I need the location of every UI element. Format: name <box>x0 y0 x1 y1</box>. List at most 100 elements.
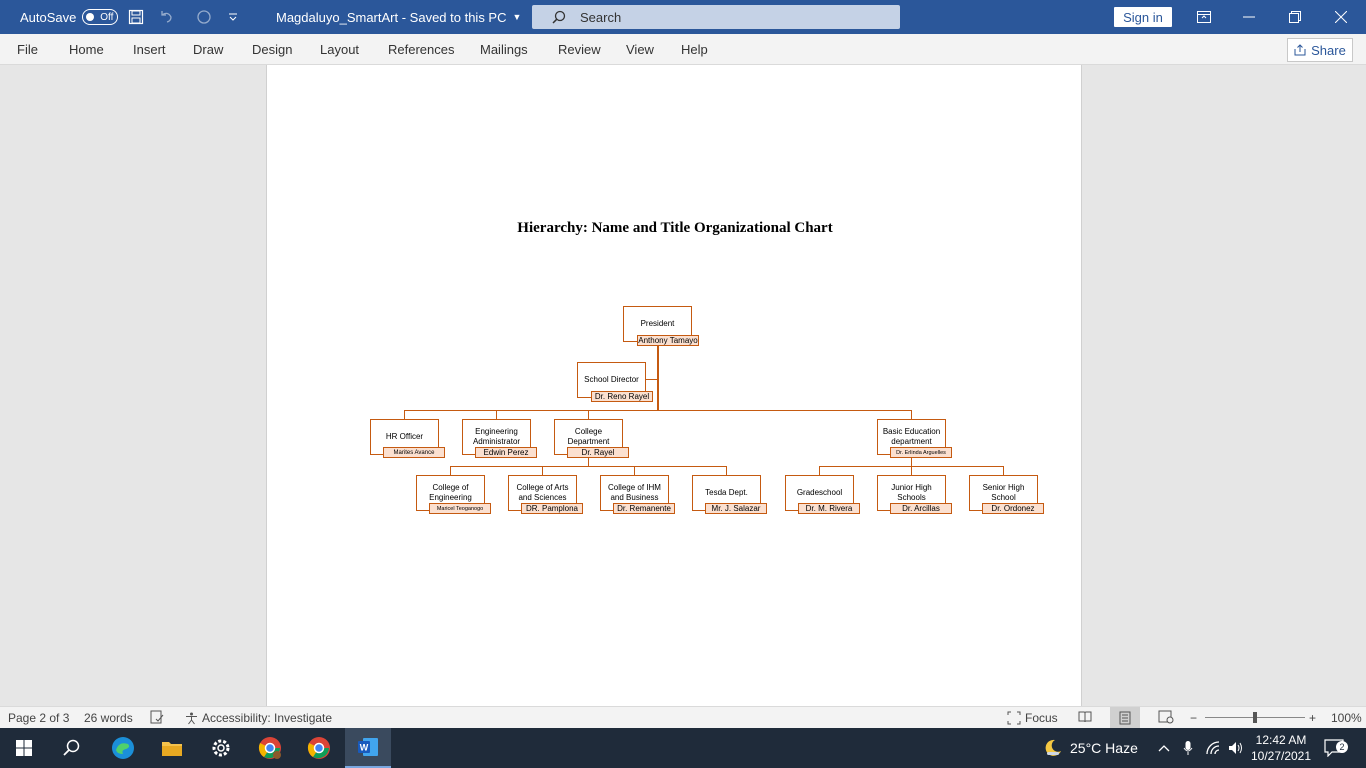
weather-moon-icon[interactable] <box>1042 728 1064 768</box>
file-explorer-icon[interactable] <box>155 728 189 768</box>
tab-view[interactable]: View <box>626 42 654 57</box>
org-node-name[interactable]: Edwin Perez <box>475 447 537 458</box>
tab-home[interactable]: Home <box>69 42 104 57</box>
weather-text[interactable]: 25°C Haze <box>1070 740 1138 756</box>
clock-date: 10/27/2021 <box>1250 749 1312 763</box>
customize-toolbar-icon[interactable] <box>228 0 240 34</box>
word-count[interactable]: 26 words <box>84 711 133 725</box>
notifications-badge: 2 <box>1336 741 1348 753</box>
title-bar: AutoSave Off Magdaluyo_SmartArt - Saved … <box>0 0 1366 34</box>
tab-mailings[interactable]: Mailings <box>480 42 528 57</box>
network-icon[interactable] <box>1204 728 1222 768</box>
search-input[interactable]: Search <box>532 5 900 29</box>
minimize-icon[interactable] <box>1243 0 1259 34</box>
connector-line <box>1003 466 1004 475</box>
tab-review[interactable]: Review <box>558 42 601 57</box>
volume-icon[interactable] <box>1227 728 1245 768</box>
org-node-title: Tesda Dept. <box>705 488 748 497</box>
focus-icon <box>1007 711 1021 725</box>
clock-time: 12:42 AM <box>1255 733 1307 747</box>
chevron-down-icon: ▼ <box>512 12 522 22</box>
org-node-name[interactable]: Dr. Reno Rayel <box>591 391 653 402</box>
tab-help[interactable]: Help <box>681 42 708 57</box>
org-node-name[interactable]: Dr. Erlinda Arguelles <box>890 447 952 458</box>
connector-line <box>450 466 451 475</box>
connector-line <box>657 345 659 411</box>
zoom-out-button[interactable]: − <box>1190 711 1198 725</box>
tab-draw[interactable]: Draw <box>193 42 224 57</box>
document-page[interactable]: Hierarchy: Name and Title Organizational… <box>266 65 1082 706</box>
share-label: Share <box>1311 42 1346 58</box>
org-node-name[interactable]: DR. Pamplona <box>521 503 583 514</box>
org-node-name[interactable]: Anthony Tamayo <box>637 335 699 346</box>
read-mode-icon[interactable] <box>1078 710 1092 727</box>
redo-icon[interactable] <box>196 0 214 34</box>
ribbon-display-options-icon[interactable] <box>1197 0 1213 34</box>
autosave-toggle[interactable]: Off <box>82 9 119 25</box>
tab-layout[interactable]: Layout <box>320 42 360 57</box>
page-count[interactable]: Page 2 of 3 <box>8 711 70 725</box>
connector-line <box>645 379 657 380</box>
document-title[interactable]: Magdaluyo_SmartArt - Saved to this PC ▼ <box>276 0 521 34</box>
tab-insert[interactable]: Insert <box>133 42 166 57</box>
zoom-slider-handle[interactable] <box>1253 712 1257 723</box>
connector-line <box>726 466 727 475</box>
document-heading[interactable]: Hierarchy: Name and Title Organizational… <box>517 220 833 236</box>
org-node-name[interactable]: Marites Avance <box>383 447 445 458</box>
search-placeholder: Search <box>580 9 622 25</box>
autosave-control[interactable]: AutoSave Off <box>20 0 119 34</box>
zoom-in-button[interactable]: + <box>1309 711 1317 725</box>
chevron-up-icon[interactable] <box>1156 728 1172 768</box>
clock[interactable]: 12:42 AM 10/27/2021 <box>1250 728 1312 768</box>
autosave-state: Off <box>100 11 114 23</box>
taskbar: W 25°C Haze 12:42 AM 10/27/2021 2 <box>0 728 1366 768</box>
proofing-icon[interactable] <box>150 710 164 727</box>
org-node-title: College Department <box>567 427 610 446</box>
windows-start-icon[interactable] <box>8 728 40 768</box>
undo-icon[interactable] <box>158 0 186 34</box>
web-layout-icon[interactable] <box>1158 710 1174 727</box>
org-node-name[interactable]: Maricel Teoganogo <box>429 503 491 514</box>
accessibility-icon <box>186 712 197 724</box>
tab-references[interactable]: References <box>388 42 455 57</box>
microphone-icon[interactable] <box>1181 728 1195 768</box>
share-icon <box>1294 44 1306 56</box>
connector-line <box>404 410 405 419</box>
zoom-level[interactable]: 100% <box>1331 711 1362 725</box>
org-node-title: College of Engineering <box>429 483 472 502</box>
chrome-profile-icon[interactable] <box>253 728 287 768</box>
sign-in-button[interactable]: Sign in <box>1114 7 1172 27</box>
close-icon[interactable] <box>1335 0 1351 34</box>
print-layout-icon[interactable] <box>1110 707 1140 728</box>
org-node-title: Senior High School <box>982 483 1025 502</box>
org-node-name[interactable]: Mr. J. Salazar <box>705 503 767 514</box>
org-node-name[interactable]: Dr. Arcillas <box>890 503 952 514</box>
connector-line <box>542 466 543 475</box>
edge-browser-icon[interactable] <box>106 728 140 768</box>
save-icon[interactable] <box>128 0 146 34</box>
connector-line <box>496 410 497 419</box>
share-button[interactable]: Share <box>1287 38 1353 62</box>
org-node-title: Junior High Schools <box>891 483 932 502</box>
restore-icon[interactable] <box>1289 0 1305 34</box>
notifications-icon[interactable]: 2 <box>1322 728 1348 768</box>
accessibility-checker[interactable]: Accessibility: Investigate <box>185 711 332 725</box>
org-node-title: President <box>640 319 675 328</box>
focus-mode-button[interactable]: Focus <box>1007 711 1058 725</box>
taskbar-search-icon[interactable] <box>56 728 88 768</box>
tab-design[interactable]: Design <box>252 42 293 57</box>
settings-gear-icon[interactable] <box>204 728 238 768</box>
tab-file[interactable]: File <box>17 42 38 57</box>
connector-line <box>819 466 820 475</box>
org-node-name[interactable]: Dr. Rayel <box>567 447 629 458</box>
connector-line <box>634 466 635 475</box>
word-app-icon[interactable]: W <box>345 728 391 768</box>
org-node-name[interactable]: Dr. Remanente <box>613 503 675 514</box>
connector-line <box>450 466 727 467</box>
connector-line <box>911 466 912 475</box>
svg-text:W: W <box>360 743 369 753</box>
org-node-name[interactable]: Dr. M. Rivera <box>798 503 860 514</box>
connector-line <box>588 410 589 419</box>
chrome-icon[interactable] <box>302 728 336 768</box>
org-node-name[interactable]: Dr. Ordonez <box>982 503 1044 514</box>
